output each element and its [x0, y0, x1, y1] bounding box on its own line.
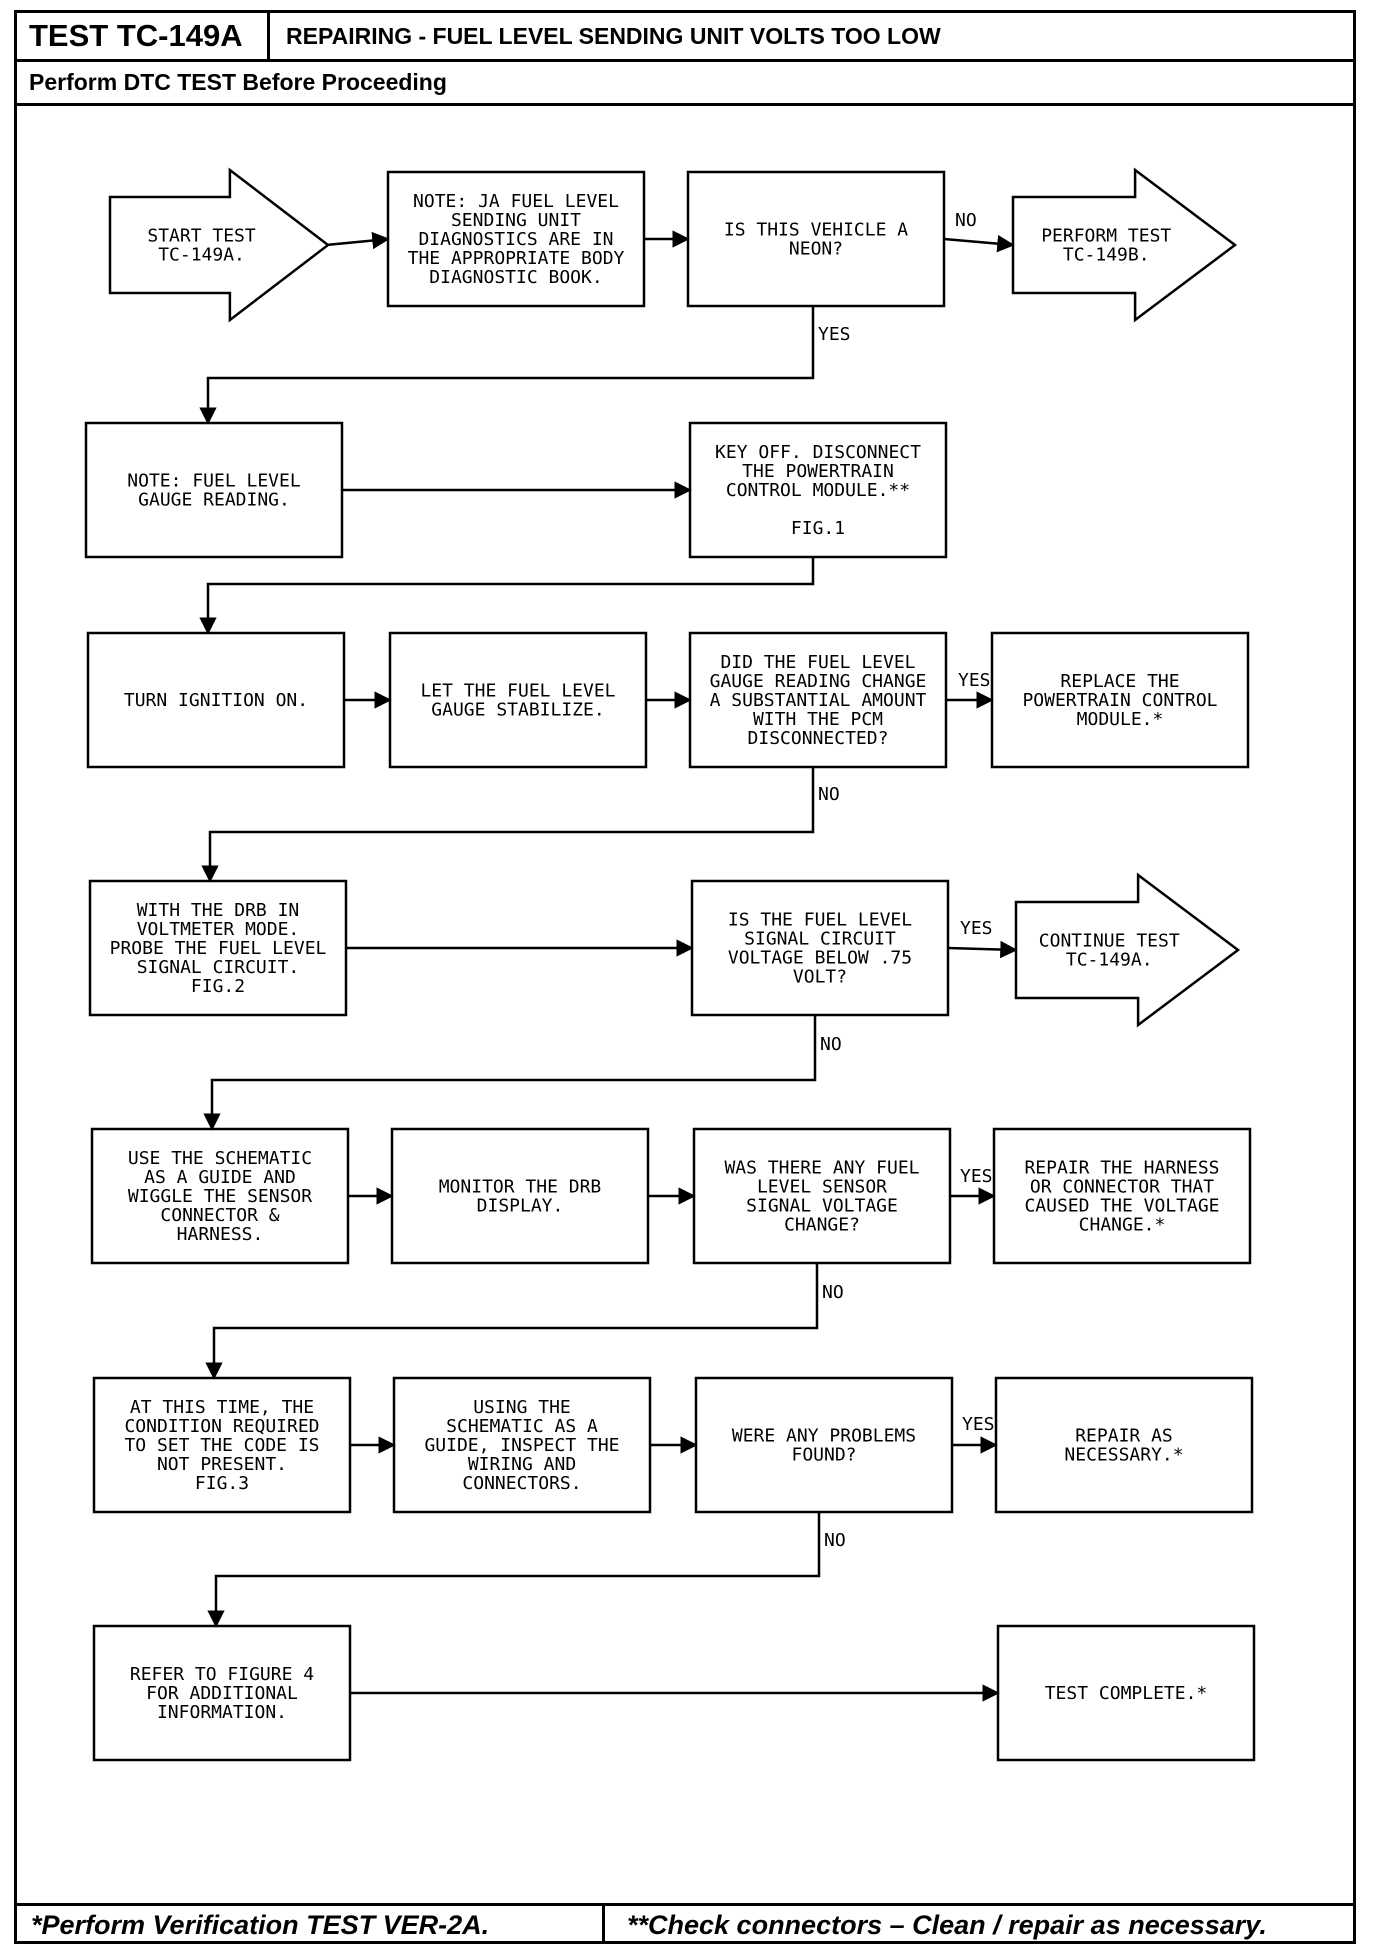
test-id: TEST TC-149A	[14, 10, 270, 62]
footer-verification-note: *Perform Verification TEST VER-2A.	[14, 1903, 602, 1944]
page-frame	[14, 10, 1356, 1944]
page-title: REPAIRING - FUEL LEVEL SENDING UNIT VOLT…	[270, 10, 1356, 62]
footer-connector-note: **Check connectors – Clean / repair as n…	[602, 1903, 1356, 1944]
page-subtitle: Perform DTC TEST Before Proceeding	[14, 62, 1356, 106]
